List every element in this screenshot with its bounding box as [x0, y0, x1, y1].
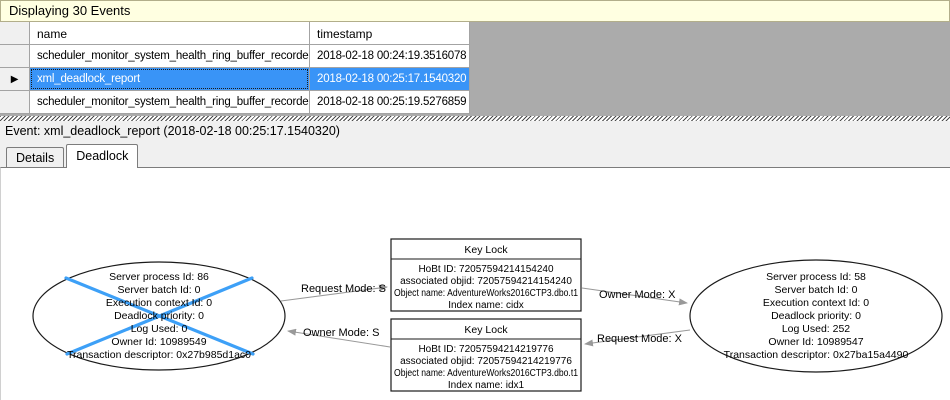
- event-summary-label: Event: xml_deadlock_report (2018-02-18 0…: [5, 124, 340, 138]
- survivor-line: Server process Id: 58: [766, 271, 866, 283]
- victim-line: Log Used: 0: [131, 323, 188, 335]
- victim-line: Server process Id: 86: [109, 271, 209, 283]
- lock-title: Key Lock: [464, 324, 508, 336]
- row-selector-cell: [0, 45, 30, 68]
- edge-label-request-s: Request Mode: S: [301, 283, 386, 295]
- lock-line: associated objid: 72057594214154240: [400, 276, 572, 287]
- event-name-cell[interactable]: xml_deadlock_report: [30, 68, 310, 91]
- survivor-line: Deadlock priority: 0: [771, 310, 861, 322]
- event-count-label: Displaying 30 Events: [9, 3, 131, 18]
- event-timestamp-cell[interactable]: 2018-02-18 00:25:17.1540320: [310, 68, 470, 91]
- event-count-bar: Displaying 30 Events: [0, 0, 950, 22]
- edge-request-x: Request Mode: X: [584, 329, 691, 347]
- lock-line: Index name: idx1: [448, 380, 525, 391]
- lock-line: HoBt ID: 72057594214219776: [418, 344, 554, 355]
- lock-title: Key Lock: [464, 244, 508, 256]
- column-header-name[interactable]: name: [30, 22, 310, 45]
- tab-deadlock[interactable]: Deadlock: [66, 144, 139, 168]
- victim-line: Owner Id: 10989549: [111, 336, 206, 348]
- table-row[interactable]: scheduler_monitor_system_health_ring_buf…: [0, 91, 470, 114]
- row-selector-cell: [0, 91, 30, 114]
- deadlock-pane: Request Mode: S Owner Mode: S Owner Mode…: [0, 167, 950, 400]
- tab-details[interactable]: Details: [6, 147, 65, 167]
- survivor-line: Execution context Id: 0: [763, 297, 869, 309]
- lock-line: Index name: cidx: [448, 300, 524, 311]
- edge-request-s: Request Mode: S: [280, 283, 388, 302]
- process-node-victim[interactable]: Server process Id: 86 Server batch Id: 0…: [32, 261, 286, 371]
- current-row-marker-icon: ▶: [10, 74, 19, 85]
- edge-owner-s: Owner Mode: S: [287, 327, 391, 348]
- events-grid: name timestamp scheduler_monitor_system_…: [0, 22, 950, 116]
- event-timestamp-cell[interactable]: 2018-02-18 00:24:19.3516078: [310, 45, 470, 68]
- lock-line: Object name: AdventureWorks2016CTP3.dbo.…: [394, 288, 578, 299]
- lock-line: HoBt ID: 72057594214154240: [418, 264, 554, 275]
- edge-label-owner-s: Owner Mode: S: [303, 327, 379, 339]
- table-row[interactable]: scheduler_monitor_system_health_ring_buf…: [0, 45, 470, 68]
- victim-line: Execution context Id: 0: [106, 297, 212, 309]
- survivor-line: Owner Id: 10989547: [768, 336, 863, 348]
- table-row-selected[interactable]: ▶ xml_deadlock_report 2018-02-18 00:25:1…: [0, 68, 470, 91]
- row-selector-cell: ▶: [0, 68, 30, 91]
- column-header-timestamp[interactable]: timestamp: [310, 22, 470, 45]
- tab-strip: Details Deadlock: [0, 142, 950, 168]
- row-selector-header-cell: [0, 22, 30, 45]
- grid-header-row: name timestamp: [0, 22, 470, 45]
- events-grid-table: name timestamp scheduler_monitor_system_…: [0, 22, 470, 114]
- deadlock-graph: Request Mode: S Owner Mode: S Owner Mode…: [32, 238, 943, 392]
- event-summary-bar: Event: xml_deadlock_report (2018-02-18 0…: [0, 121, 950, 142]
- pane-splitter[interactable]: [0, 116, 950, 121]
- event-timestamp-cell[interactable]: 2018-02-18 00:25:19.5276859: [310, 91, 470, 114]
- victim-line: Transaction descriptor: 0x27b985d1ac0: [67, 349, 251, 361]
- survivor-line: Log Used: 252: [782, 323, 850, 335]
- lock-node-top[interactable]: Key Lock HoBt ID: 72057594214154240 asso…: [390, 238, 582, 312]
- edge-label-request-x: Request Mode: X: [597, 333, 683, 345]
- lock-line: Object name: AdventureWorks2016CTP3.dbo.…: [394, 368, 578, 379]
- victim-line: Server batch Id: 0: [118, 284, 201, 296]
- victim-line: Deadlock priority: 0: [114, 310, 204, 322]
- process-node-survivor[interactable]: Server process Id: 58 Server batch Id: 0…: [689, 259, 943, 373]
- survivor-line: Server batch Id: 0: [775, 284, 858, 296]
- event-name-text: xml_deadlock_report: [37, 73, 140, 85]
- survivor-line: Transaction descriptor: 0x27ba15a4490: [724, 349, 909, 361]
- event-name-cell[interactable]: scheduler_monitor_system_health_ring_buf…: [30, 45, 310, 68]
- lock-node-bottom[interactable]: Key Lock HoBt ID: 72057594214219776 asso…: [390, 318, 582, 392]
- lock-line: associated objid: 72057594214219776: [400, 356, 572, 367]
- event-name-cell[interactable]: scheduler_monitor_system_health_ring_buf…: [30, 91, 310, 114]
- edge-owner-x: Owner Mode: X: [581, 287, 688, 306]
- edge-label-owner-x: Owner Mode: X: [599, 289, 676, 301]
